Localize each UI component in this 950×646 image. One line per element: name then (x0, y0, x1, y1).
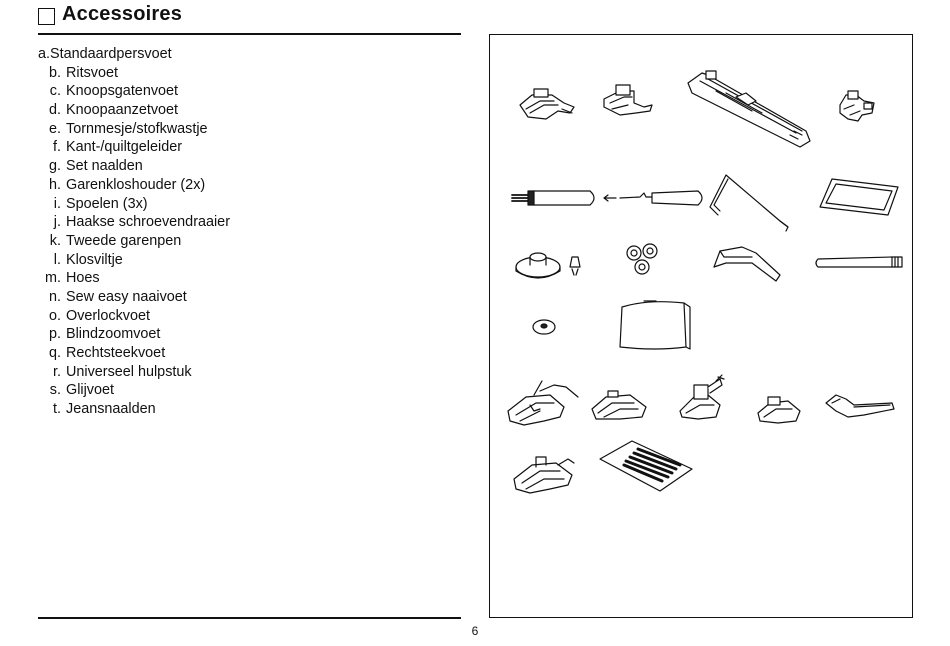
item-label: Standaardpersvoet (50, 46, 172, 62)
overlock-foot-icon (591, 390, 647, 420)
item-letter: p. (48, 326, 61, 343)
list-item: l. Klosviltje (38, 251, 230, 270)
item-letter: e. (48, 120, 61, 137)
item-label: Rechtsteekvoet (66, 345, 166, 361)
item-letter: r. (53, 363, 61, 380)
item-letter: a. (38, 46, 51, 62)
item-label: Knoopsgatenvoet (66, 83, 179, 100)
list-item: b. Ritsvoet (38, 64, 230, 83)
list-item: j. Haakse schroevendraaier (38, 213, 230, 232)
top-rule (38, 33, 461, 35)
list-item: r. Universeel hulpstuk (38, 363, 230, 382)
checkbox-icon (38, 8, 55, 25)
item-letter: o. (48, 307, 61, 324)
list-item: m. Hoes (38, 269, 230, 288)
standard-foot-icon (519, 88, 575, 120)
item-letter: j. (53, 214, 61, 231)
list-item: q. Rechtsteekvoet (38, 344, 230, 363)
item-label: Blindzoomvoet (66, 326, 161, 343)
item-label: Set naalden (66, 158, 143, 175)
list-item: e. Tornmesje/stofkwastje (38, 120, 230, 139)
item-label: Universeel hulpstuk (66, 363, 192, 380)
item-label: Knoopaanzetvoet (66, 102, 179, 119)
zipper-foot-icon (603, 84, 653, 116)
felt-pad-icon (532, 319, 556, 335)
item-label: Hoes (66, 270, 100, 287)
list-item: h. Garenkloshouder (2x) (38, 176, 230, 195)
seam-ripper-brush-icon (511, 190, 703, 206)
item-letter: q. (48, 345, 61, 361)
list-item: g. Set naalden (38, 157, 230, 176)
item-letter: g. (48, 158, 61, 175)
item-label: Klosviltje (66, 251, 123, 268)
button-sewing-foot-icon (839, 90, 875, 122)
item-letter: m. (45, 270, 61, 287)
item-label: Jeansnaalden (66, 401, 156, 418)
bobbins-icon (626, 243, 658, 275)
item-letter: k. (49, 232, 61, 249)
list-item: s. Glijvoet (38, 381, 230, 400)
item-letter: b. (48, 64, 61, 81)
slide-foot-icon (513, 456, 575, 494)
item-label: Tweede garenpen (66, 232, 182, 249)
jeans-needles-icon (599, 440, 693, 492)
screwdriver-icon (713, 246, 781, 282)
list-item: k. Tweede garenpen (38, 232, 230, 251)
item-letter: f. (53, 139, 61, 156)
list-item: c. Knoopsgatenvoet (38, 82, 230, 101)
item-letter: n. (48, 288, 61, 305)
buttonhole-foot-icon (687, 70, 811, 148)
list-item: o. Overlockvoet (38, 307, 230, 326)
item-label: Glijvoet (66, 382, 114, 399)
item-label: Tornmesje/stofkwastje (66, 120, 208, 137)
edge-quilt-guide-icon (709, 174, 789, 232)
list-item: i. Spoelen (3x) (38, 195, 230, 214)
item-letter: l. (53, 251, 61, 268)
dust-cover-icon (619, 300, 691, 350)
sew-easy-foot-icon (507, 380, 579, 426)
item-label: Overlockvoet (66, 307, 150, 324)
spool-holder-icon (515, 252, 581, 279)
item-label: Kant-/quiltgeleider (66, 139, 182, 156)
needle-set-icon (819, 178, 899, 216)
straight-stitch-foot-icon (757, 396, 801, 424)
accessories-illustration-panel (489, 34, 913, 618)
list-item: n. Sew easy naaivoet (38, 288, 230, 307)
item-letter: c. (49, 83, 61, 100)
item-letter: s. (49, 382, 61, 399)
list-item: d. Knoopaanzetvoet (38, 101, 230, 120)
page-title: Accessoires (62, 3, 183, 25)
item-label: Haakse schroevendraaier (66, 214, 230, 231)
item-label: Garenkloshouder (2x) (66, 176, 206, 193)
item-label: Spoelen (3x) (66, 195, 148, 212)
universal-attachment-icon (825, 394, 895, 418)
accessory-list: a.Standaardpersvoet b. Ritsvoet c. Knoop… (38, 45, 230, 419)
item-letter: t. (53, 401, 61, 418)
list-item: p. Blindzoomvoet (38, 325, 230, 344)
list-item: f. Kant-/quiltgeleider (38, 138, 230, 157)
list-item: a.Standaardpersvoet (38, 45, 230, 64)
item-label: Ritsvoet (66, 64, 118, 81)
blindstitch-foot-icon (679, 374, 725, 420)
bottom-rule (38, 617, 461, 619)
page-number: 6 (471, 624, 479, 638)
item-letter: d. (48, 102, 61, 119)
item-label: Sew easy naaivoet (66, 288, 187, 305)
spool-pin-icon (815, 256, 903, 268)
item-letter: h. (48, 176, 61, 193)
list-item: t. Jeansnaalden (38, 400, 230, 419)
item-letter: i. (53, 195, 61, 212)
